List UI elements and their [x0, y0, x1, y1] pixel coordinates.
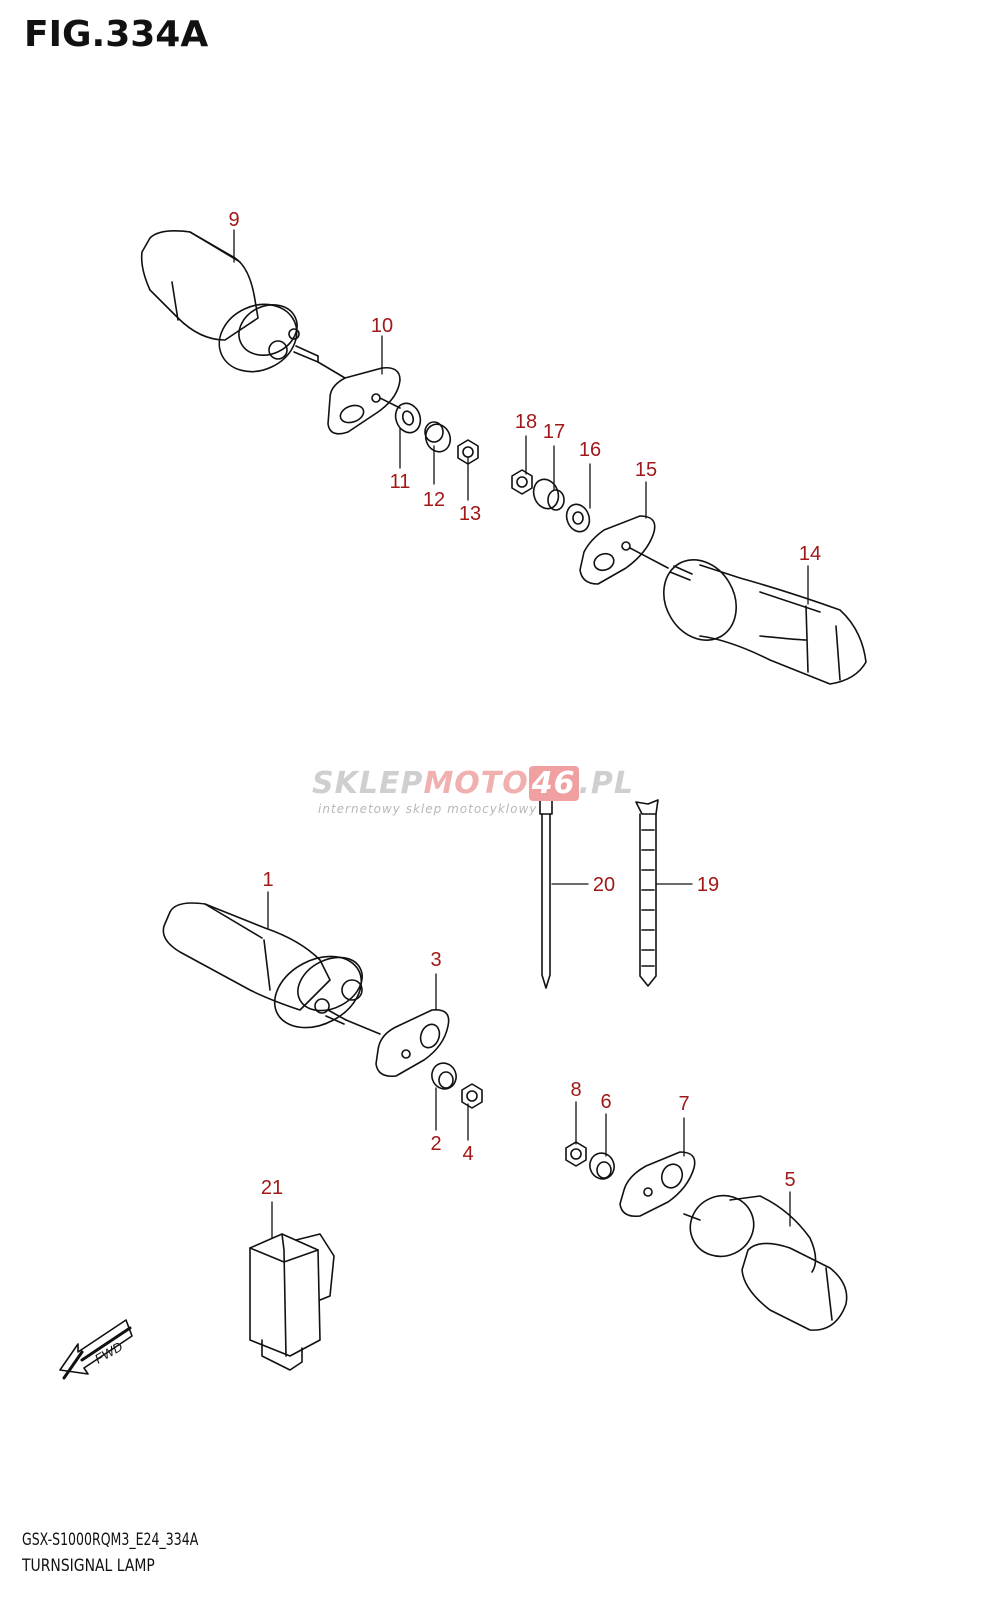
- callout-21: 21: [261, 1177, 283, 1199]
- cable-tie-19[interactable]: [635, 799, 659, 987]
- watermark-part-pl: .PL: [578, 766, 635, 801]
- leader-lines: [233, 229, 809, 1239]
- relay-21[interactable]: [249, 1233, 335, 1371]
- turn-signal-lower-right[interactable]: [680, 1185, 848, 1331]
- figure-title: FIG.334A: [24, 14, 209, 55]
- callout-6: 6: [600, 1091, 611, 1113]
- callout-11: 11: [390, 471, 411, 493]
- callout-19: 19: [697, 874, 719, 896]
- callout-10: 10: [371, 315, 393, 337]
- turn-signal-lower-left[interactable]: [162, 902, 381, 1042]
- nut-13[interactable]: [457, 439, 479, 465]
- callout-18: 18: [515, 411, 537, 433]
- nut-8[interactable]: [565, 1141, 587, 1167]
- watermark-part-moto: MOTO: [423, 766, 529, 801]
- callout-3: 3: [430, 949, 441, 971]
- callout-15: 15: [635, 459, 657, 481]
- callout-1: 1: [262, 869, 273, 891]
- nut-18[interactable]: [511, 469, 533, 495]
- turn-signal-upper-left[interactable]: [140, 230, 346, 384]
- callout-2: 2: [430, 1133, 441, 1155]
- watermark-part-sklep: SKLEP: [312, 766, 424, 801]
- callout-16: 16: [579, 439, 601, 461]
- callout-9: 9: [228, 209, 239, 231]
- bracket-lower-left[interactable]: [375, 1009, 450, 1078]
- callout-13: 13: [459, 503, 481, 525]
- callout-14: 14: [799, 543, 821, 565]
- callout-17: 17: [543, 421, 565, 443]
- bracket-lower-right[interactable]: [619, 1151, 696, 1218]
- callout-20: 20: [593, 874, 615, 896]
- collar-6[interactable]: [586, 1150, 617, 1183]
- turn-signal-upper-right[interactable]: [650, 547, 867, 685]
- watermark-tagline: internetowy sklep motocyklowy: [318, 802, 538, 816]
- collar-17[interactable]: [530, 476, 565, 512]
- bracket-upper-left[interactable]: [327, 366, 401, 435]
- cable-tie-20[interactable]: [539, 799, 553, 989]
- washer-11[interactable]: [392, 400, 425, 436]
- nut-4[interactable]: [461, 1083, 483, 1109]
- callout-4: 4: [462, 1143, 473, 1165]
- collar-12[interactable]: [422, 421, 454, 456]
- model-code: GSX-S1000RQM3_E24_334A: [22, 1530, 199, 1550]
- collar-2[interactable]: [428, 1060, 459, 1093]
- watermark-part-46: 46: [528, 766, 579, 801]
- bracket-upper-right[interactable]: [579, 515, 669, 585]
- callout-12: 12: [423, 489, 445, 511]
- figure-caption: TURNSIGNAL LAMP: [22, 1556, 155, 1576]
- callout-5: 5: [784, 1169, 795, 1191]
- washer-16[interactable]: [563, 501, 593, 535]
- callout-8: 8: [570, 1079, 581, 1101]
- fwd-arrow: FWD: [59, 1319, 133, 1380]
- callout-7: 7: [678, 1093, 689, 1115]
